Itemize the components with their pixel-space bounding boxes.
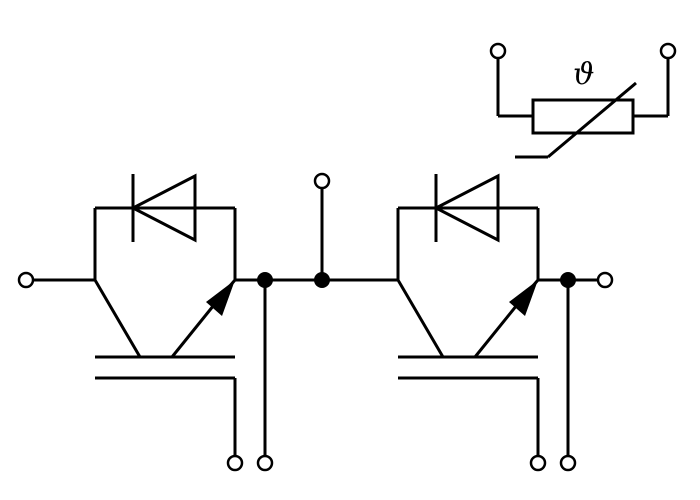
junction-dot [560, 272, 576, 288]
gate-left [95, 376, 237, 455]
thermistor-symbol-label: ϑ [573, 57, 594, 92]
thermistor: ϑ [496, 57, 670, 159]
terminal-input [17, 271, 35, 289]
terminal-output [596, 271, 614, 289]
gate-right [398, 376, 540, 455]
junction-dot [314, 272, 330, 288]
terminal-gate-right [529, 454, 547, 472]
junction-dot [257, 272, 273, 288]
terminal-gate-left [226, 454, 244, 472]
emitter-wire-left [220, 279, 237, 296]
diode-right [396, 173, 540, 280]
diode-left [93, 173, 237, 280]
terminal-aux-emitter-left [256, 454, 274, 472]
collector-lead-left [93, 279, 142, 358]
collector-lead-right [396, 279, 445, 358]
terminal-thermistor-right [659, 42, 677, 60]
terminal-midpoint [313, 172, 331, 190]
terminal-thermistor-left [489, 42, 507, 60]
igbt-right [396, 173, 540, 455]
emitter-wire-right [523, 279, 540, 296]
terminal-aux-emitter-right [559, 454, 577, 472]
igbt-left [93, 173, 237, 455]
